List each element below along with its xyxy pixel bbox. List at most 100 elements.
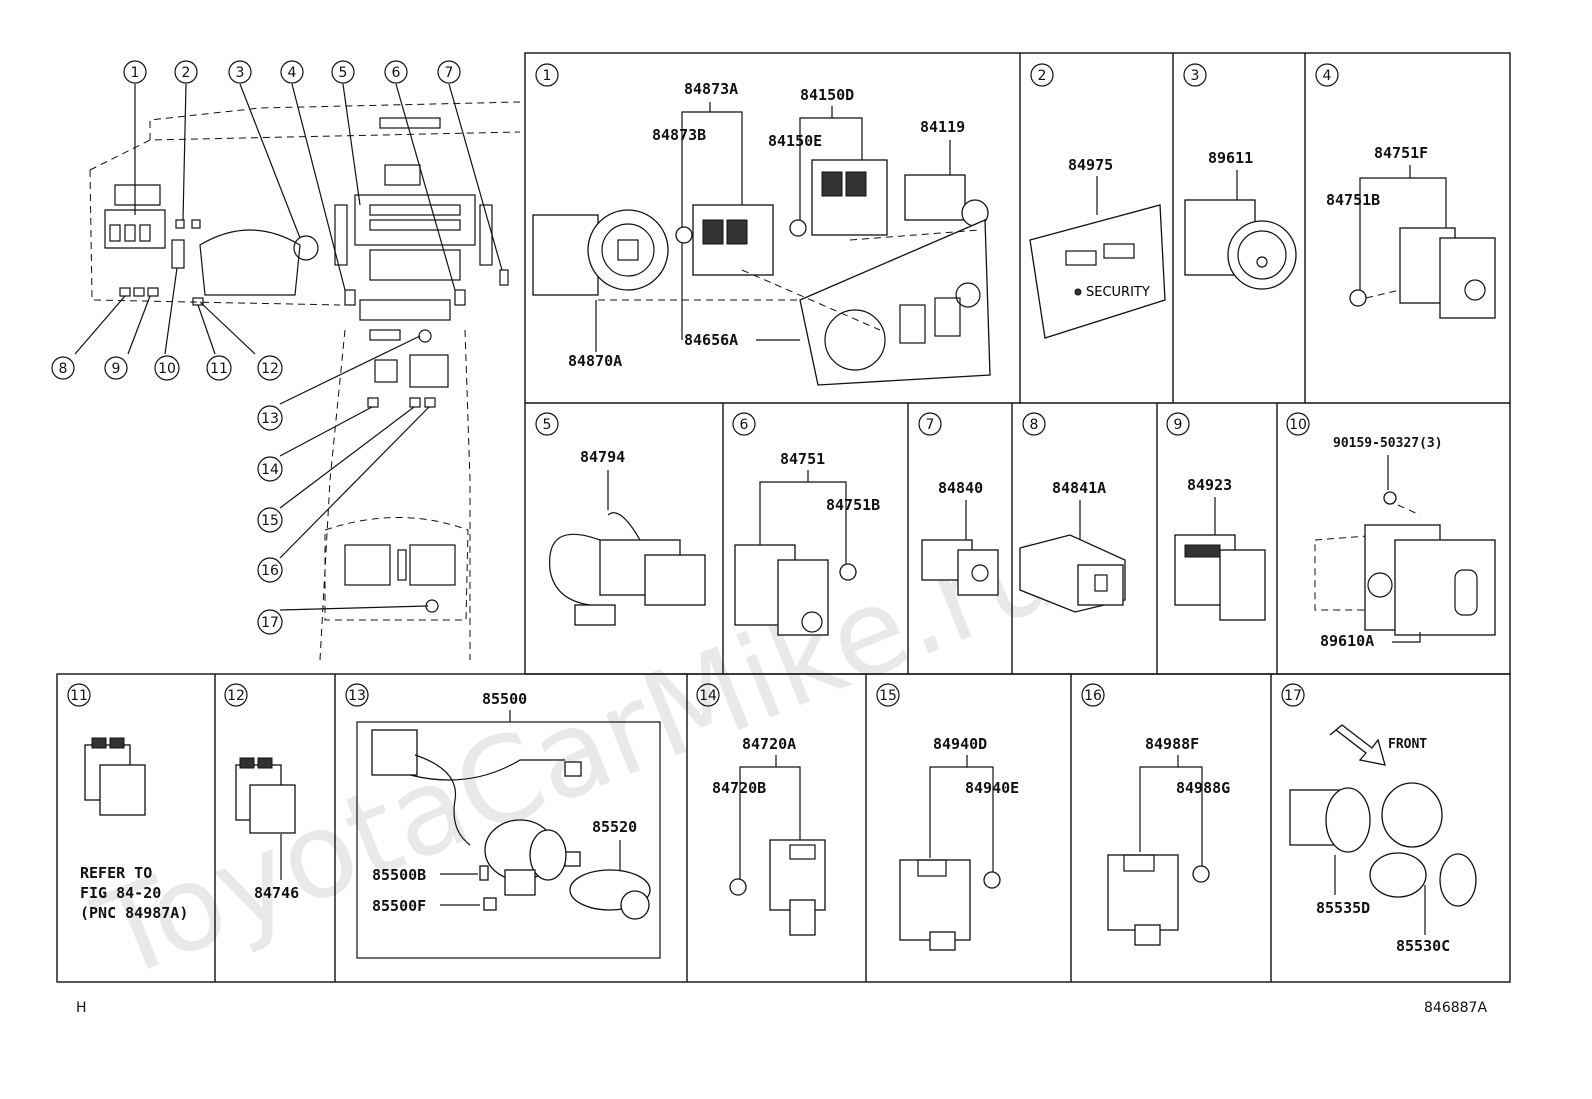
part-label-84751: 84751 — [780, 450, 825, 468]
part-label-84988F: 84988F — [1145, 735, 1199, 753]
part-label-84656A: 84656A — [684, 331, 738, 349]
callout-6: 6 — [384, 60, 408, 84]
part-label-85500B: 85500B — [372, 866, 426, 884]
panel-11: 11 REFER TO FIG 84-20 (PNC 84987A) — [67, 683, 188, 922]
svg-text:14: 14 — [699, 688, 717, 704]
panel-17: 17 FRONT 85535D 85530C — [1281, 683, 1477, 955]
svg-text:10: 10 — [1289, 417, 1307, 433]
svg-text:17: 17 — [1284, 688, 1302, 704]
callout-17: 17 — [257, 609, 283, 635]
panel-4: 4 84751F 84751B — [1315, 63, 1496, 319]
part-label-84751F: 84751F — [1374, 144, 1428, 162]
panel-10: 10 90159-50327(3) 89610A — [1286, 412, 1496, 650]
panel-6: 6 84751 84751B — [732, 412, 880, 636]
part-label-84720A: 84720A — [742, 735, 796, 753]
part-label-84119: 84119 — [920, 118, 965, 136]
svg-text:10: 10 — [158, 361, 176, 377]
svg-text:5: 5 — [543, 417, 552, 433]
svg-text:14: 14 — [261, 462, 279, 478]
callout-3: 3 — [228, 60, 252, 84]
panel-5: 5 84794 — [535, 412, 706, 626]
svg-text:13: 13 — [261, 411, 279, 427]
refer-note-line2: FIG 84-20 — [80, 884, 161, 902]
part-label-89611: 89611 — [1208, 149, 1253, 167]
svg-text:3: 3 — [1191, 68, 1200, 84]
front-label: FRONT — [1388, 737, 1427, 752]
part-label-89610A: 89610A — [1320, 632, 1374, 650]
part-label-84870A: 84870A — [568, 352, 622, 370]
panel-14: 14 84720A 84720B — [696, 683, 826, 936]
part-label-90159-50327: 90159-50327(3) — [1333, 436, 1443, 451]
svg-text:6: 6 — [740, 417, 749, 433]
part-label-85535D: 85535D — [1316, 899, 1370, 917]
part-label-84150E: 84150E — [768, 132, 822, 150]
callout-5: 5 — [331, 60, 355, 84]
part-label-84940D: 84940D — [933, 735, 987, 753]
svg-text:11: 11 — [70, 688, 88, 704]
panel-12: 12 84746 — [224, 683, 299, 902]
part-label-84794: 84794 — [580, 448, 625, 466]
svg-text:9: 9 — [112, 361, 121, 377]
overview-drawing — [74, 83, 521, 661]
panel-7: 7 84840 — [918, 412, 999, 596]
part-label-84873A: 84873A — [684, 80, 738, 98]
callout-8: 8 — [51, 356, 75, 380]
callout-11: 11 — [206, 355, 232, 381]
part-label-85520: 85520 — [592, 818, 637, 836]
svg-text:11: 11 — [210, 361, 228, 377]
panel-15: 15 84940D 84940E — [876, 683, 1019, 951]
panel-16: 16 84988F 84988G — [1081, 683, 1230, 946]
part-label-84746: 84746 — [254, 884, 299, 902]
panel-1: 1 84873A 84873B 84150D 84150E 84119 8487… — [532, 63, 991, 386]
panel-3: 3 89611 — [1183, 63, 1297, 290]
callout-14: 14 — [257, 456, 283, 482]
front-arrow-icon — [1329, 724, 1386, 766]
callout-12: 12 — [257, 355, 283, 381]
part-label-85500: 85500 — [482, 690, 527, 708]
svg-text:9: 9 — [1174, 417, 1183, 433]
callout-10: 10 — [154, 355, 180, 381]
refer-note-line1: REFER TO — [80, 864, 152, 882]
svg-text:4: 4 — [1323, 68, 1332, 84]
svg-text:16: 16 — [261, 563, 279, 579]
svg-text:1: 1 — [131, 65, 140, 81]
callout-16: 16 — [257, 557, 283, 583]
svg-text:2: 2 — [182, 65, 191, 81]
callout-4: 4 — [280, 60, 304, 84]
panel-number: 1 — [543, 68, 552, 84]
part-label-84923: 84923 — [1187, 476, 1232, 494]
part-label-84975: 84975 — [1068, 156, 1113, 174]
svg-text:2: 2 — [1038, 68, 1047, 84]
svg-text:12: 12 — [227, 688, 245, 704]
part-label-85500F: 85500F — [372, 897, 426, 915]
panel-8: 8 84841A — [1019, 412, 1126, 613]
part-label-84841A: 84841A — [1052, 479, 1106, 497]
security-text: SECURITY — [1086, 285, 1150, 300]
callout-13: 13 — [257, 405, 283, 431]
part-label-84873B: 84873B — [652, 126, 706, 144]
part-label-84988G: 84988G — [1176, 779, 1230, 797]
footer-left-code: H — [76, 1000, 87, 1016]
part-label-84751B-b: 84751B — [826, 496, 880, 514]
callout-2: 2 — [174, 60, 198, 84]
callout-7: 7 — [437, 60, 461, 84]
svg-text:15: 15 — [879, 688, 897, 704]
panel-grid — [56, 52, 1511, 983]
svg-text:6: 6 — [392, 65, 401, 81]
part-label-84751B: 84751B — [1326, 191, 1380, 209]
svg-text:17: 17 — [261, 615, 279, 631]
panel-9: 9 84923 — [1166, 412, 1266, 621]
callout-9: 9 — [104, 356, 128, 380]
svg-text:13: 13 — [348, 688, 366, 704]
svg-text:4: 4 — [288, 65, 297, 81]
callout-1: 1 — [123, 60, 147, 84]
svg-text:5: 5 — [339, 65, 348, 81]
svg-text:7: 7 — [445, 65, 454, 81]
svg-text:16: 16 — [1084, 688, 1102, 704]
part-label-84720B: 84720B — [712, 779, 766, 797]
svg-text:12: 12 — [261, 361, 279, 377]
svg-text:8: 8 — [1030, 417, 1039, 433]
panel-13: 13 85500 85520 85500B 85500F — [345, 683, 661, 959]
callout-15: 15 — [257, 507, 283, 533]
